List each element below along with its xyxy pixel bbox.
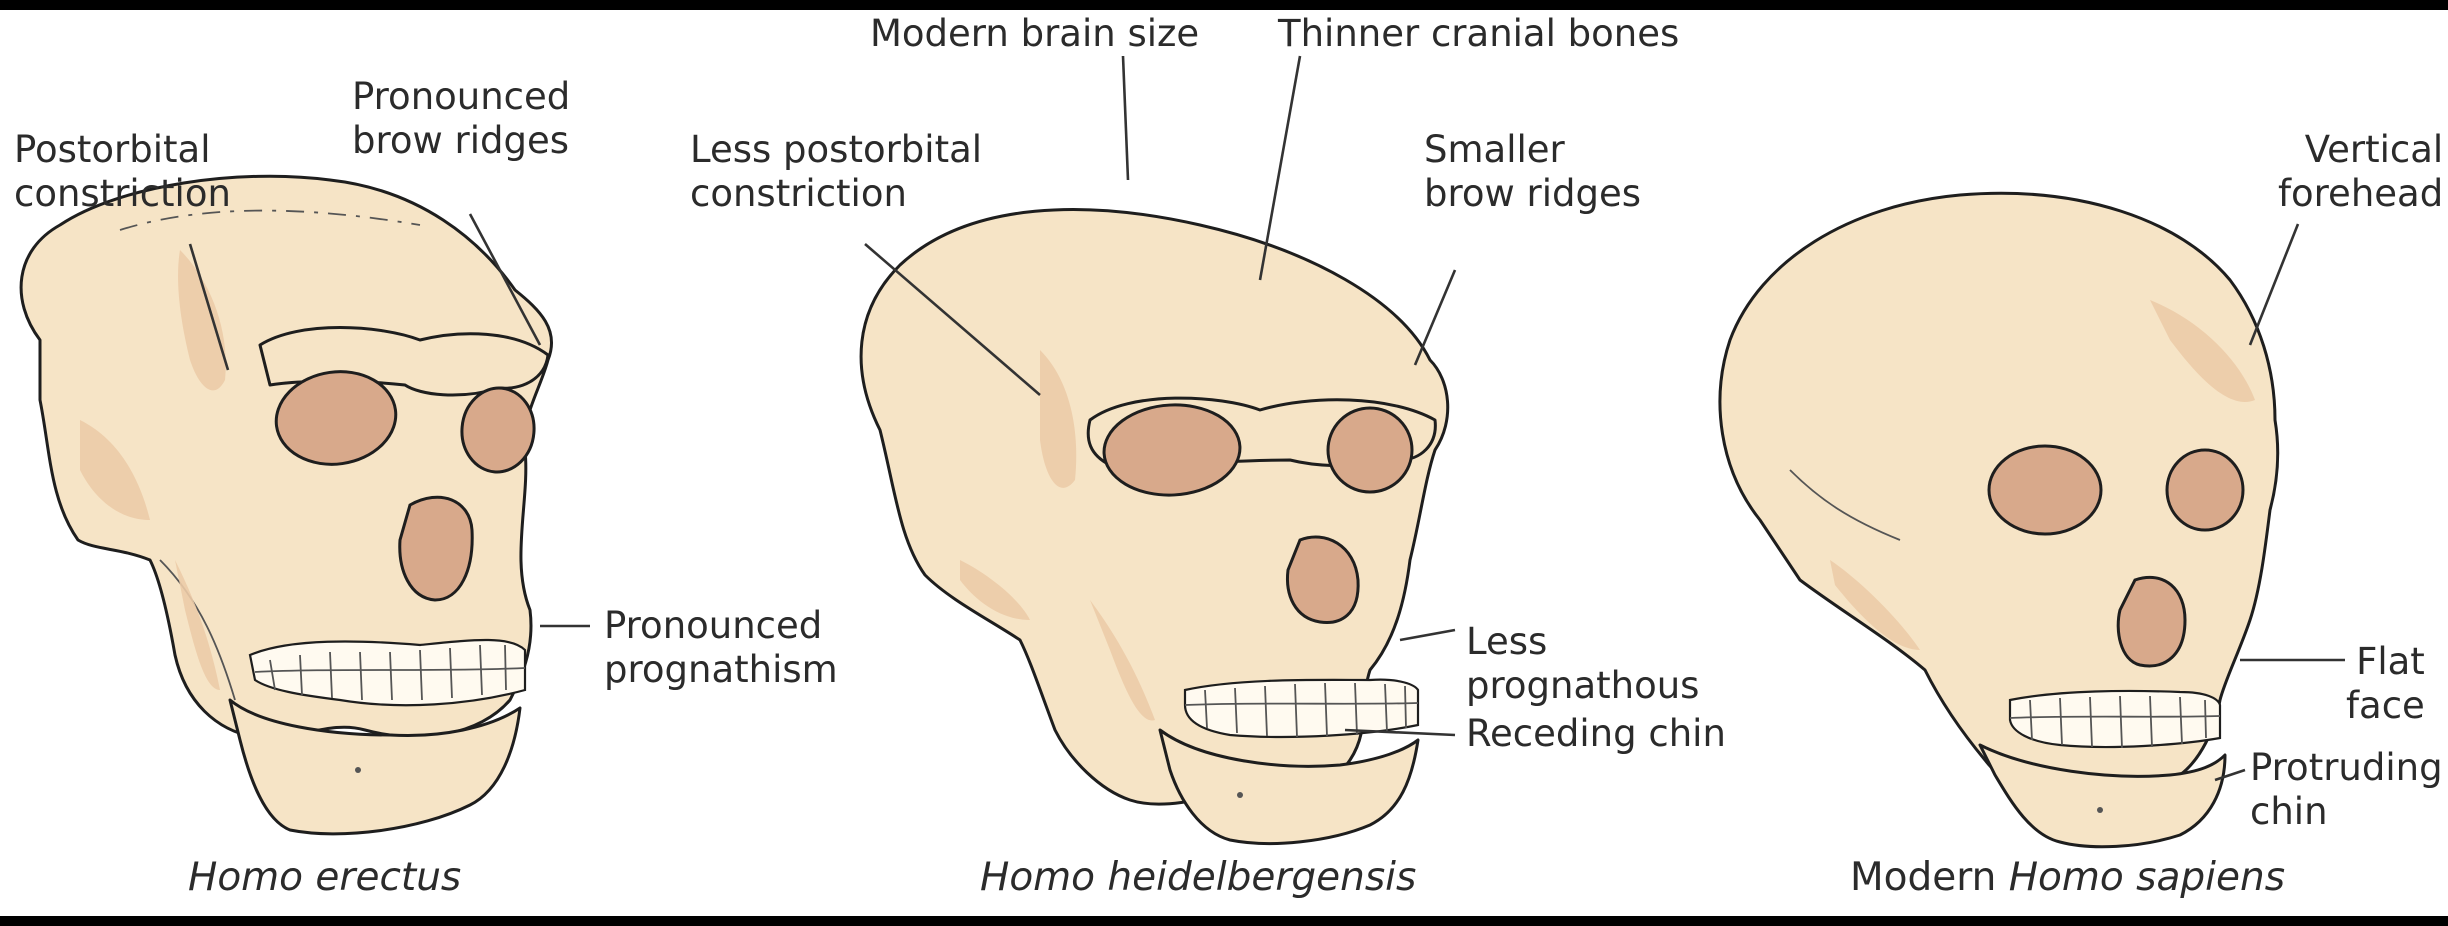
label-heidel-cranial-bones: Thinner cranial bones: [1278, 12, 1679, 56]
label-line: constriction: [14, 172, 231, 216]
label-line: chin: [2250, 790, 2443, 834]
label-heidel-postorbital: Less postorbital constriction: [690, 128, 982, 216]
caption-species: Homo sapiens: [2009, 855, 2285, 900]
label-line: forehead: [2278, 172, 2443, 216]
label-line: brow ridges: [352, 119, 570, 163]
label-line: Less: [1466, 620, 1699, 664]
label-line: Flat: [2346, 640, 2425, 684]
caption-modern-homo-sapiens: Modern Homo sapiens: [1850, 855, 2285, 900]
label-line: prognathous: [1466, 664, 1699, 708]
label-line: Smaller: [1424, 128, 1641, 172]
label-line: face: [2346, 684, 2425, 728]
label-sapiens-forehead: Vertical forehead: [2278, 128, 2443, 216]
label-heidel-brain-size: Modern brain size: [870, 12, 1199, 56]
label-erectus-postorbital: Postorbital constriction: [14, 128, 231, 216]
label-heidel-receding-chin: Receding chin: [1466, 712, 1726, 756]
label-erectus-brow-ridges: Pronounced brow ridges: [352, 75, 570, 163]
label-line: Pronounced: [604, 604, 838, 648]
label-heidel-brow-ridges: Smaller brow ridges: [1424, 128, 1641, 216]
caption-homo-heidelbergensis: Homo heidelbergensis: [980, 855, 1416, 900]
label-line: Protruding: [2250, 746, 2443, 790]
caption-prefix: Modern: [1850, 855, 1996, 900]
label-erectus-prognathism: Pronounced prognathism: [604, 604, 838, 692]
label-line: brow ridges: [1424, 172, 1641, 216]
label-line: Less postorbital: [690, 128, 982, 172]
label-line: Postorbital: [14, 128, 231, 172]
label-line: Pronounced: [352, 75, 570, 119]
caption-homo-erectus: Homo erectus: [188, 855, 461, 900]
label-line: constriction: [690, 172, 982, 216]
label-line: Vertical: [2278, 128, 2443, 172]
label-line: prognathism: [604, 648, 838, 692]
label-sapiens-flat-face: Flat face: [2346, 640, 2425, 728]
label-sapiens-protruding-chin: Protruding chin: [2250, 746, 2443, 834]
label-heidel-prognathous: Less prognathous: [1466, 620, 1699, 708]
